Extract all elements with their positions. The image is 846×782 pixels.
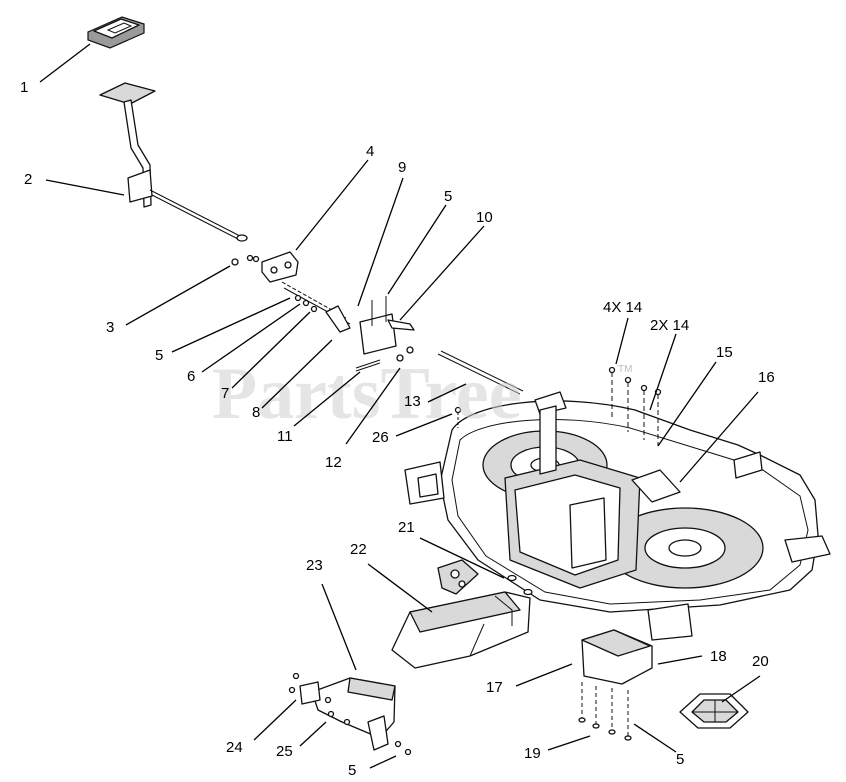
callout-21: 21 — [398, 519, 415, 536]
callout-25: 25 — [276, 743, 293, 760]
callout-24: 24 — [226, 739, 243, 756]
watermark-trademark: TM — [618, 364, 632, 375]
callout-5: 5 — [348, 762, 356, 779]
callout-20: 20 — [752, 653, 769, 670]
watermark-text: PartsTree — [212, 353, 522, 435]
discharge-chute — [391, 591, 531, 669]
callout-19: 19 — [524, 745, 541, 762]
callout-18: 18 — [710, 648, 727, 665]
rear-baffle — [578, 629, 653, 741]
callout-3: 3 — [106, 319, 114, 336]
callout-11: 11 — [277, 428, 293, 445]
callout-16: 16 — [758, 369, 775, 386]
callout-6: 6 — [187, 368, 195, 385]
callout-12: 12 — [325, 454, 342, 471]
callout-15: 15 — [716, 344, 733, 361]
callout-labels: 1 2 3 4 5 5 5 5 6 7 8 9 10 11 12 13 4X 1… — [20, 79, 775, 779]
callout-13: 13 — [404, 393, 421, 410]
callout-7: 7 — [221, 385, 229, 402]
linkage-assembly — [231, 251, 415, 372]
callout-10: 10 — [476, 209, 493, 226]
deck-bolts — [608, 366, 662, 446]
deflector-bracket — [437, 559, 533, 596]
bolt-26 — [454, 406, 462, 428]
callout-2x-14: 2X 14 — [650, 317, 689, 334]
pedal-arm — [99, 82, 248, 242]
callout-5: 5 — [676, 751, 684, 768]
callout-5: 5 — [155, 347, 163, 364]
mower-deck — [404, 391, 831, 641]
leader-lines — [39, 43, 761, 769]
callout-5: 5 — [444, 188, 452, 205]
callout-4x-14: 4X 14 — [603, 299, 642, 316]
callout-22: 22 — [350, 541, 367, 558]
callout-2: 2 — [24, 171, 32, 188]
callout-26: 26 — [372, 429, 389, 446]
partstree-watermark: PartsTree TM — [212, 353, 632, 435]
callout-8: 8 — [252, 404, 260, 421]
callout-9: 9 — [398, 159, 406, 176]
callout-17: 17 — [486, 679, 503, 696]
adjustment-knob — [679, 693, 749, 729]
callout-23: 23 — [306, 557, 323, 574]
pedal-pad — [87, 16, 145, 49]
deck-rod — [437, 350, 524, 395]
callout-4: 4 — [366, 143, 374, 160]
callout-1: 1 — [20, 79, 28, 96]
mulch-plug-assembly — [288, 672, 412, 756]
